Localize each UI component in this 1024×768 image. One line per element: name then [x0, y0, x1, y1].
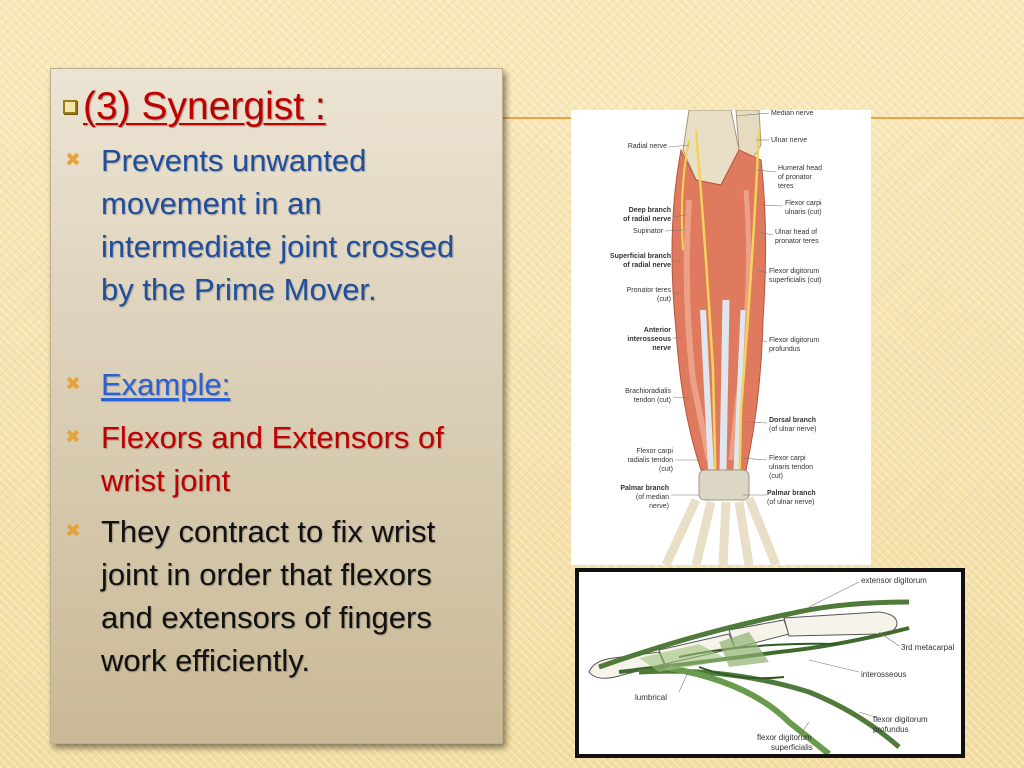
bullet-definition: ✖ Prevents unwanted movement in an inter…	[65, 139, 465, 311]
label-extensor-digitorum: extensor digitorum	[861, 576, 927, 585]
label-radial-nerve: Radial nerve	[628, 143, 667, 150]
label-fdp: Flexor digitorum	[769, 337, 819, 344]
label-anterior-interosseous: Anterior	[644, 327, 672, 334]
label-lumbrical: lumbrical	[635, 693, 667, 702]
square-bullet-icon	[63, 100, 77, 114]
svg-text:(of ulnar nerve): (of ulnar nerve)	[767, 499, 814, 506]
label-fdp-finger: flexor digitorum	[873, 715, 928, 724]
svg-text:ulnaris (cut): ulnaris (cut)	[785, 209, 822, 216]
label-brachioradialis: Brachioradialis	[625, 388, 671, 395]
label-pronator-teres: Pronator teres	[627, 287, 672, 294]
flexors-text: Flexors and Extensors of wrist joint	[101, 420, 444, 498]
label-palmar-branch-median: Palmar branch	[620, 485, 669, 492]
svg-text:of radial nerve: of radial nerve	[623, 262, 671, 269]
svg-text:teres: teres	[778, 183, 794, 190]
svg-text:superficialis (cut): superficialis (cut)	[769, 277, 822, 284]
label-superficial-branch: Superficial branch	[610, 253, 671, 260]
bullet-contract: ✖ They contract to fix wrist joint in or…	[65, 510, 465, 682]
content-textbox: (3) Synergist : ✖ Prevents unwanted move…	[50, 68, 503, 744]
label-ulnar-head-pronator: Ulnar head of	[775, 229, 817, 236]
svg-text:(cut): (cut)	[659, 466, 673, 473]
svg-text:profundus: profundus	[769, 346, 801, 353]
svg-text:superficialis: superficialis	[771, 743, 813, 752]
label-humeral-head: Humeral head	[778, 165, 822, 172]
heading-row: (3) Synergist :	[63, 83, 326, 131]
svg-text:ulnaris tendon: ulnaris tendon	[769, 464, 813, 471]
forearm-illustration: Median nerve Ulnar nerve Humeral head of…	[610, 110, 822, 565]
label-median-nerve: Median nerve	[771, 110, 814, 117]
slide-heading: (3) Synergist :	[83, 85, 326, 128]
label-flexor-carpi-ulnaris: Flexor carpi	[785, 200, 822, 207]
contract-text: They contract to fix wrist joint in orde…	[101, 514, 436, 678]
label-dorsal-branch: Dorsal branch	[769, 417, 816, 424]
svg-text:(cut): (cut)	[769, 473, 783, 480]
svg-text:of radial nerve: of radial nerve	[623, 216, 671, 223]
svg-text:nerve): nerve)	[649, 503, 669, 510]
example-link[interactable]: Example:	[101, 367, 231, 402]
x-bullet-icon: ✖	[65, 149, 81, 171]
label-fds: Flexor digitorum	[769, 268, 819, 275]
svg-text:of pronator: of pronator	[778, 174, 813, 181]
definition-text: Prevents unwanted movement in an interme…	[101, 143, 455, 307]
label-fds-finger: flexor digitorum	[757, 733, 812, 742]
svg-text:interosseous: interosseous	[627, 336, 671, 343]
finger-illustration: extensor digitorum 3rd metacarpal intero…	[588, 576, 955, 754]
svg-text:profundus: profundus	[873, 725, 909, 734]
label-palmar-branch-ulnar: Palmar branch	[767, 490, 816, 497]
label-fcu-tendon: Flexor carpi	[769, 455, 806, 462]
bullet-example[interactable]: ✖ Example:	[65, 363, 465, 406]
label-supinator: Supinator	[633, 228, 664, 235]
x-bullet-icon: ✖	[65, 426, 81, 448]
label-ulnar-nerve: Ulnar nerve	[771, 137, 807, 144]
label-fcr-tendon: Flexor carpi	[636, 448, 673, 455]
label-3rd-metacarpal: 3rd metacarpal	[901, 643, 955, 652]
svg-text:nerve: nerve	[652, 345, 671, 352]
label-interosseous: interosseous	[861, 670, 906, 679]
label-deep-branch: Deep branch	[629, 207, 671, 214]
svg-text:(of median: (of median	[636, 494, 669, 501]
svg-text:tendon (cut): tendon (cut)	[634, 397, 671, 404]
svg-text:(of ulnar nerve): (of ulnar nerve)	[769, 426, 816, 433]
bullet-flexors: ✖ Flexors and Extensors of wrist joint	[65, 416, 465, 502]
svg-text:(cut): (cut)	[657, 296, 671, 303]
forearm-anatomy-figure: Median nerve Ulnar nerve Humeral head of…	[571, 110, 871, 565]
x-bullet-icon: ✖	[65, 520, 81, 542]
svg-text:radialis tendon: radialis tendon	[627, 457, 673, 464]
svg-text:pronator teres: pronator teres	[775, 238, 819, 245]
x-bullet-icon: ✖	[65, 373, 81, 395]
finger-tendon-figure: extensor digitorum 3rd metacarpal intero…	[575, 568, 965, 758]
